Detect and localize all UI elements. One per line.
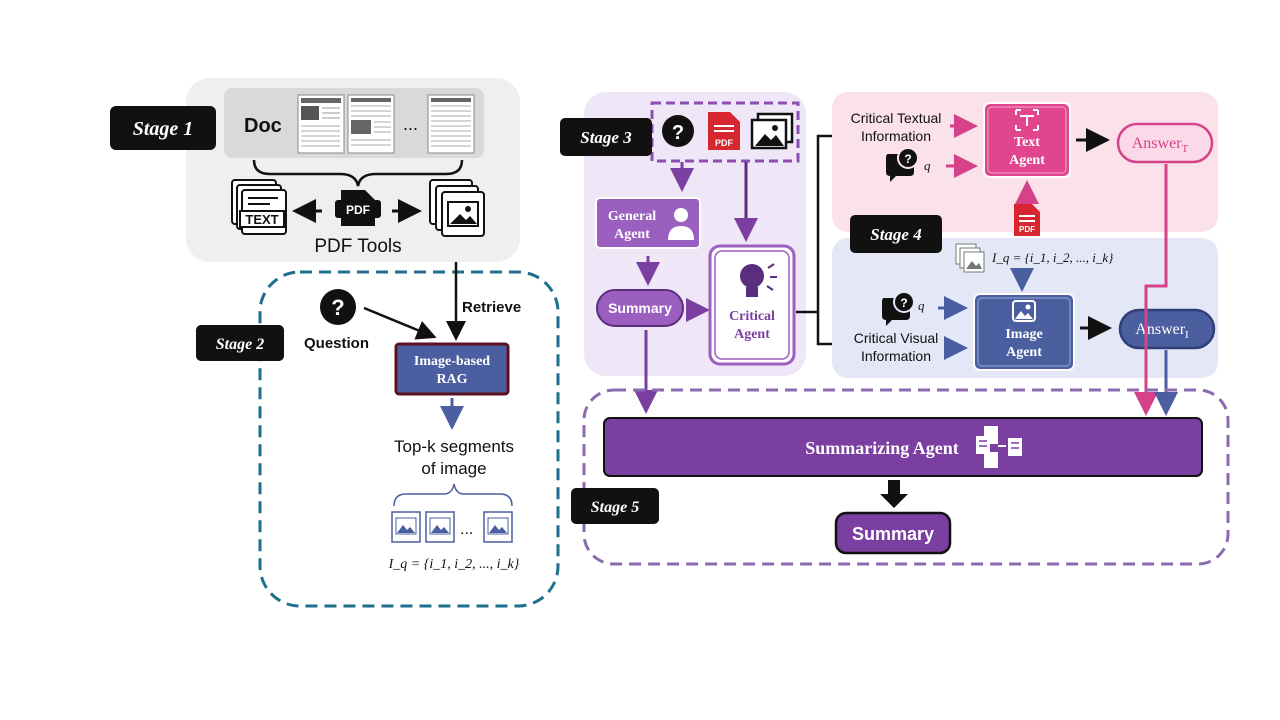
summarizing-agent-label: Summarizing Agent: [805, 438, 959, 458]
connector-answer-t-down: [1134, 164, 1168, 416]
doc-thumbnail-1: [297, 94, 345, 154]
image-rag-box: Image-based RAG: [394, 342, 510, 396]
stage4-pdf-icon: PDF: [1014, 204, 1040, 236]
doc-thumbnail-3: [427, 94, 475, 154]
stage3-summary-label: Summary: [608, 300, 672, 316]
stage4-image-stack-icon: [955, 243, 985, 273]
image-file-stack-icon: [429, 179, 485, 237]
general-agent-line1: General: [608, 209, 656, 224]
stage2-badge: Stage 2: [196, 325, 284, 361]
stage1-badge: Stage 1: [110, 106, 216, 150]
segment-image-icon-2: [425, 511, 455, 543]
answer-i-label: Answer: [1135, 321, 1185, 338]
critical-agent-line1: Critical: [729, 309, 775, 324]
answer-t-subscript: T: [1182, 143, 1189, 155]
lightbulb-icon: [740, 263, 777, 297]
answer-t-label: Answer: [1132, 135, 1182, 152]
general-agent-box: General Agent: [595, 197, 701, 249]
critical-visual-line1: Critical Visual: [854, 330, 939, 346]
documents-merge-icon: [976, 426, 1022, 468]
answer-i-subscript: I: [1185, 329, 1189, 341]
stage5-panel: [582, 388, 1230, 566]
svg-text:AnswerT: AnswerT: [1132, 135, 1189, 155]
summarizing-agent-bar: Summarizing Agent: [603, 417, 1203, 477]
pdf-badge-text: PDF: [346, 203, 370, 217]
stage4-iq-formula: I_q = {i_1, i_2, ..., i_k}: [991, 250, 1114, 265]
topk-line2: of image: [421, 459, 486, 478]
doc-ellipsis: ...: [403, 114, 418, 134]
critical-textual-line2: Information: [861, 128, 931, 144]
arrow-summarizing-to-summary: [880, 480, 908, 508]
svg-text:?: ?: [331, 295, 344, 320]
text-agent-line1: Text: [1014, 135, 1040, 150]
stage4-image-question-icon: ?: [882, 291, 915, 326]
doc-brace: [252, 159, 464, 187]
topk-line1: Top-k segments: [394, 437, 514, 456]
critical-textual-line1: Critical Textual: [851, 110, 942, 126]
text-agent-box: Text Agent: [983, 102, 1071, 178]
stage4-text-q: q: [924, 158, 931, 173]
segment-ellipsis: ...: [460, 521, 473, 538]
final-summary-label: Summary: [852, 524, 934, 544]
critical-agent-box: Critical Agent: [708, 244, 796, 366]
stage3-pdf-badge: PDF: [715, 138, 734, 148]
stage3-summary-pill: Summary: [596, 289, 684, 327]
stage4-badge: Stage 4: [850, 215, 942, 253]
stage5-badge: Stage 5: [571, 488, 659, 524]
stage3-pdf-icon: PDF: [708, 112, 740, 150]
answer-t-pill: AnswerT: [1116, 122, 1214, 164]
stage3-images-icon: [750, 112, 794, 150]
question-icon: ?: [320, 289, 356, 325]
critical-agent-line2: Agent: [734, 327, 770, 342]
stage2-panel: [258, 270, 560, 608]
stage4-pdf-badge: PDF: [1019, 225, 1035, 234]
stage4-image-q: q: [918, 298, 925, 313]
general-agent-line2: Agent: [614, 227, 650, 242]
text-file-icon: TEXT: [231, 179, 287, 235]
stage4-text-question-icon: ?: [886, 147, 919, 182]
segment-image-icon-1: [391, 511, 421, 543]
image-agent-line1: Image: [1005, 327, 1042, 342]
svg-text:?: ?: [904, 152, 911, 166]
image-agent-line2: Agent: [1006, 345, 1042, 360]
pdf-file-icon: PDF: [335, 190, 381, 226]
image-agent-box: Image Agent: [973, 293, 1075, 371]
pdf-tools-label: PDF Tools: [314, 236, 401, 257]
text-agent-line2: Agent: [1009, 153, 1045, 168]
svg-text:AnswerI: AnswerI: [1135, 321, 1189, 341]
retrieve-label: Retrieve: [462, 299, 521, 316]
final-summary-pill: Summary: [834, 511, 952, 555]
stage1-label: Stage 1: [133, 118, 194, 140]
stage5-label: Stage 5: [591, 499, 639, 516]
question-label: Question: [304, 335, 369, 352]
rag-line2: RAG: [436, 372, 467, 387]
text-file-label: TEXT: [245, 212, 278, 227]
image-agent-picture-icon: [1012, 300, 1036, 322]
stage3-label: Stage 3: [580, 128, 632, 147]
stage3-badge: Stage 3: [560, 118, 652, 156]
segment-image-icon-3: [483, 511, 513, 543]
text-scan-icon: [1015, 109, 1039, 131]
stage2-iq-formula: I_q = {i_1, i_2, ..., i_k}: [388, 557, 520, 572]
stage4-label: Stage 4: [870, 225, 921, 244]
rag-line1: Image-based: [414, 354, 490, 369]
topk-brace: [393, 483, 513, 507]
arrow-question-to-rag: [363, 306, 437, 340]
critical-visual-line2: Information: [861, 348, 931, 364]
answer-i-pill: AnswerI: [1118, 308, 1216, 350]
svg-text:?: ?: [672, 122, 684, 144]
stage3-question-icon: ?: [662, 115, 694, 147]
svg-text:?: ?: [900, 296, 907, 310]
doc-label: Doc: [244, 115, 282, 137]
person-icon: [668, 208, 694, 240]
doc-thumbnail-2: [347, 94, 395, 154]
stage2-label: Stage 2: [216, 336, 264, 353]
